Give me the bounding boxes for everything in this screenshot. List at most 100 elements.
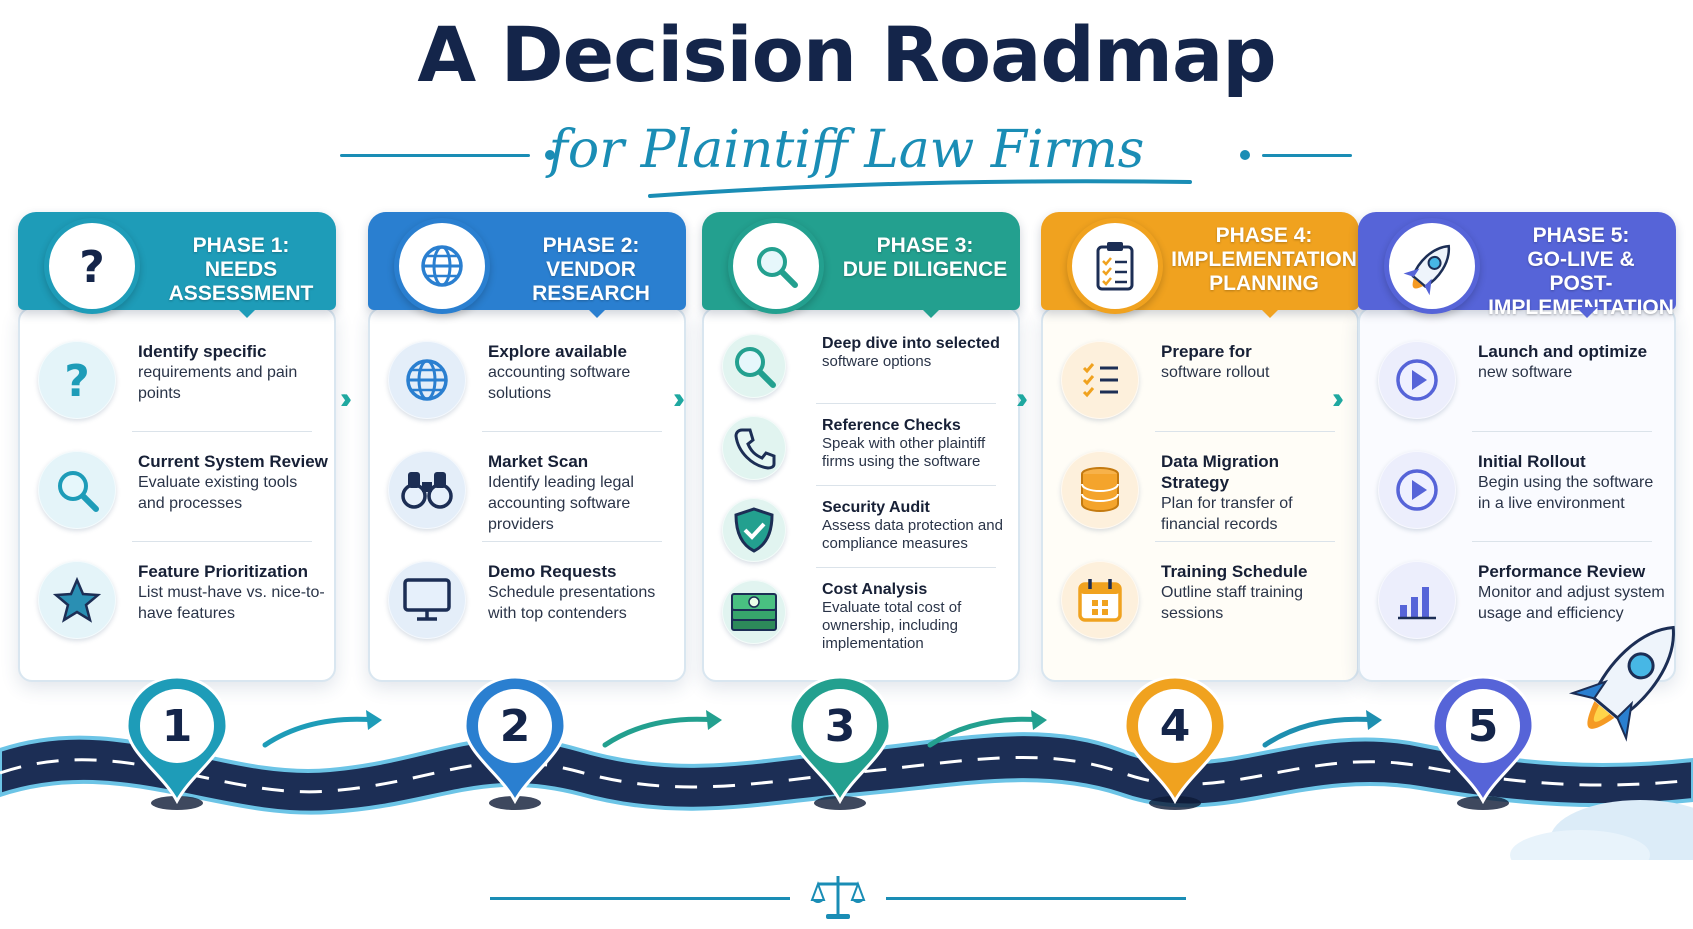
footer-rule-right <box>886 897 1186 900</box>
database-icon <box>1061 451 1139 529</box>
subtitle-dot-left <box>545 150 555 160</box>
question-icon: ? <box>38 341 116 419</box>
item-divider <box>1472 541 1652 542</box>
checklist-icon <box>1061 341 1139 419</box>
item-divider <box>132 541 312 542</box>
header-pointer <box>1576 307 1598 318</box>
phase-2-item-1-text: Explore available accounting software so… <box>488 341 678 404</box>
phase-number: 3 <box>803 689 877 763</box>
globe-icon <box>388 341 466 419</box>
phase-2-pin: 2 <box>460 673 570 813</box>
phase-4-pin: 4 <box>1120 673 1230 813</box>
chevron-right-icon: ›› <box>340 382 352 415</box>
magnifier-icon <box>722 334 786 398</box>
item-title: Security Audit <box>822 499 930 516</box>
bar-chart-icon <box>1378 561 1456 639</box>
rocket-icon <box>1568 625 1675 742</box>
phase-3-item-3: Security Audit Assess data protection an… <box>722 497 1006 579</box>
phase-2-item-3-text: Demo Requests Schedule presentations wit… <box>488 561 678 624</box>
item-title: Identify specific <box>138 342 267 361</box>
phase-2-header-title: PHASE 2: VENDOR RESEARCH <box>532 234 650 305</box>
phase-3-pin: 3 <box>785 673 895 813</box>
phase-5-item-2-text: Initial Rollout Begin using the software… <box>1478 451 1668 514</box>
phase-number: 5 <box>1446 689 1520 763</box>
item-description: Assess data protection and compliance me… <box>822 517 1003 552</box>
binoculars-icon <box>388 451 466 529</box>
scales-of-justice-icon <box>810 876 866 919</box>
phase-5-card: Launch and optimize new software Initial… <box>1358 307 1676 682</box>
subtitle-swoosh <box>648 179 1192 198</box>
header-pointer <box>586 307 608 318</box>
phase-1-card: ? Identify specific requirements and pai… <box>18 307 336 682</box>
item-title: Current System Review <box>138 452 328 471</box>
item-description: software options <box>822 353 932 370</box>
phase-5-item-1: Launch and optimize new software <box>1378 333 1662 443</box>
phase-5: Launch and optimize new software Initial… <box>1358 212 1676 682</box>
phase-number: 1 <box>140 689 214 763</box>
svg-text:?: ? <box>64 356 90 406</box>
phase-number: 2 <box>478 689 552 763</box>
item-description: Monitor and adjust system usage and effi… <box>1478 584 1665 622</box>
footer-rule-left <box>490 897 790 900</box>
money-icon <box>722 580 786 644</box>
page-title: A Decision Roadmap <box>417 10 1276 99</box>
item-title: Market Scan <box>488 452 589 471</box>
item-description: List must-have vs. nice-to-have features <box>138 584 325 622</box>
subtitle-rule-left <box>340 154 530 157</box>
play-icon <box>1378 451 1456 529</box>
phase-3-item-1: Deep dive into selected software options <box>722 333 1006 415</box>
item-title: Cost Analysis <box>822 581 928 598</box>
phase-4-item-3-text: Training Schedule Outline staff training… <box>1161 561 1351 624</box>
road-arrows <box>262 710 1382 748</box>
chevron-right-icon: ›› <box>1016 382 1028 415</box>
item-divider <box>1155 541 1335 542</box>
calendar-icon <box>1061 561 1139 639</box>
phase-4-item-2: Data Migration Strategy Plan for transfe… <box>1061 443 1345 553</box>
phase-1-item-2-text: Current System Review Evaluate existing … <box>138 451 328 514</box>
phase-3-item-2: Reference Checks Speak with other plaint… <box>722 415 1006 497</box>
phase-3: Deep dive into selected software options… <box>702 212 1020 682</box>
phase-2: Explore available accounting software so… <box>368 212 686 682</box>
phase-2-item-2: Market Scan Identify leading legal accou… <box>388 443 672 553</box>
monitor-icon <box>388 561 466 639</box>
item-description: requirements and pain points <box>138 364 298 402</box>
phase-1-item-1-text: Identify specific requirements and pain … <box>138 341 328 404</box>
item-description: Schedule presentations with top contende… <box>488 584 656 622</box>
item-description: Speak with other plaintiff firms using t… <box>822 435 986 470</box>
phase-3-item-1-text: Deep dive into selected software options <box>822 335 1012 371</box>
phone-icon <box>722 416 786 480</box>
question-icon: ? <box>44 218 140 314</box>
header-pointer <box>1259 307 1281 318</box>
phase-2-item-3: Demo Requests Schedule presentations wit… <box>388 553 672 663</box>
magnifier-icon <box>728 218 824 314</box>
item-divider <box>1472 431 1652 432</box>
item-title: Initial Rollout <box>1478 452 1586 471</box>
subtitle-rule-right <box>1262 154 1352 157</box>
magnifier-icon <box>38 451 116 529</box>
phase-3-header-title: PHASE 3: DUE DILIGENCE <box>842 234 1008 281</box>
subtitle-row: for Plaintiff Law Firms <box>0 116 1693 198</box>
header-pointer <box>236 307 258 318</box>
clipboard-icon <box>1067 218 1163 314</box>
phase-5-item-2: Initial Rollout Begin using the software… <box>1378 443 1662 553</box>
phase-3-item-3-text: Security Audit Assess data protection an… <box>822 499 1012 553</box>
item-description: Identify leading legal accounting softwa… <box>488 474 634 533</box>
phase-2-card: Explore available accounting software so… <box>368 307 686 682</box>
item-divider <box>482 431 662 432</box>
item-divider <box>816 403 996 404</box>
phase-4-item-2-text: Data Migration Strategy Plan for transfe… <box>1161 451 1351 535</box>
phase-1-header-title: PHASE 1: NEEDS ASSESSMENT <box>168 234 314 305</box>
chevron-right-icon: ›› <box>673 382 685 415</box>
phase-4-header-title: PHASE 4: IMPLEMENTATION PLANNING <box>1171 224 1357 295</box>
phase-4-card: Prepare for software rollout Data Migrat… <box>1041 307 1359 682</box>
rocket-icon <box>1384 218 1480 314</box>
item-title: Demo Requests <box>488 562 617 581</box>
phase-number: 4 <box>1138 689 1212 763</box>
item-description: Outline staff training sessions <box>1161 584 1304 622</box>
phase-3-item-4-text: Cost Analysis Evaluate total cost of own… <box>822 581 1012 653</box>
phase-1-item-3: Feature Prioritization List must-have vs… <box>38 553 325 663</box>
item-title: Reference Checks <box>822 417 961 434</box>
star-icon <box>38 561 116 639</box>
item-title: Data Migration Strategy <box>1161 452 1280 492</box>
item-divider <box>816 567 996 568</box>
